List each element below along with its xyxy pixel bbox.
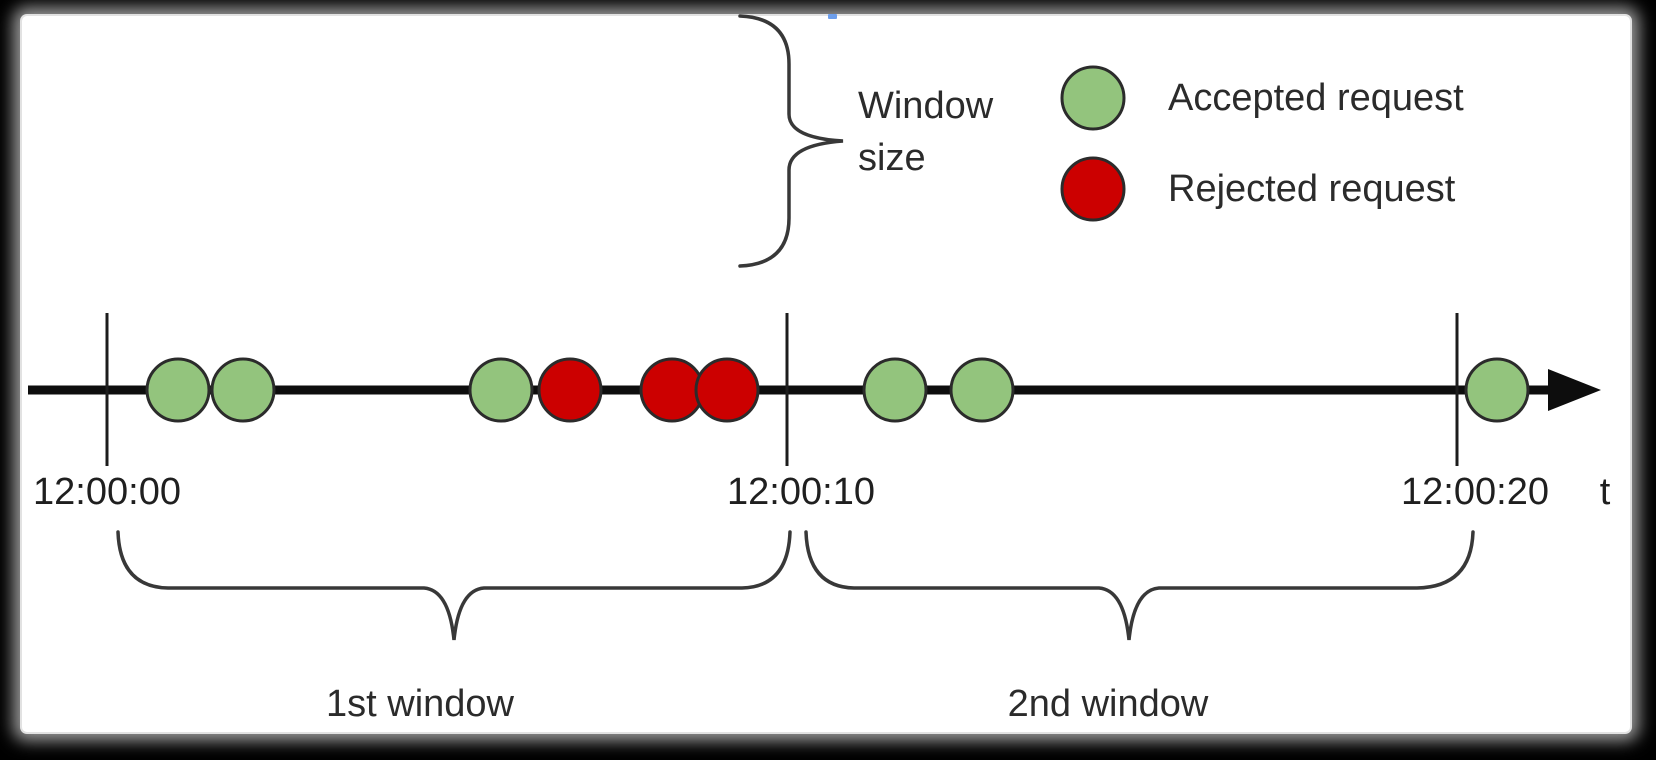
tick-label-12-00-00: 12:00:00 (33, 471, 181, 513)
request-marker-accepted (468, 357, 534, 423)
rejected-request-swatch-icon (1060, 156, 1126, 222)
request-marker-accepted (145, 357, 211, 423)
second-window-brace (804, 530, 1475, 641)
request-marker-accepted (862, 357, 928, 423)
cursor-artifact-dot (828, 14, 837, 19)
window-size-label: Window size (858, 80, 993, 184)
time-axis-label: t (1599, 471, 1611, 513)
request-markers (145, 357, 1530, 423)
second-window-label: 2nd window (1007, 683, 1209, 725)
request-marker-rejected (537, 357, 603, 423)
request-marker-accepted (949, 357, 1015, 423)
legend-accepted-label: Accepted request (1168, 77, 1464, 119)
window-size-line1: Window (858, 85, 994, 127)
tick-label-12-00-10: 12:00:10 (727, 471, 875, 513)
tick-label-12-00-20: 12:00:20 (1401, 471, 1549, 513)
window-size-brace (738, 14, 844, 268)
accepted-request-swatch-icon (1060, 65, 1126, 131)
diagram-canvas (22, 16, 1630, 732)
window-size-line2: size (858, 137, 926, 179)
first-window-label: 1st window (326, 683, 514, 725)
first-window-brace (116, 530, 792, 641)
request-marker-accepted (1464, 357, 1530, 423)
request-marker-rejected (639, 357, 705, 423)
timeline-arrow-icon (1548, 369, 1601, 411)
legend-rejected-label: Rejected request (1168, 168, 1456, 210)
request-marker-rejected (694, 357, 760, 423)
tick-marks (105, 313, 1459, 466)
request-marker-accepted (210, 357, 276, 423)
